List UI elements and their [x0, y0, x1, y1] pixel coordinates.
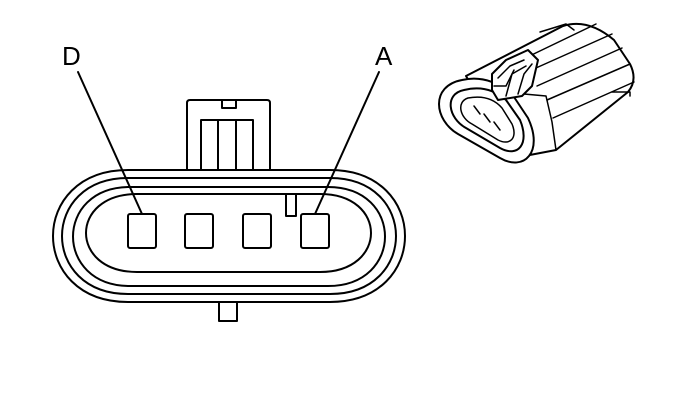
locking-latch: [186, 99, 271, 173]
terminal-insert: [85, 193, 372, 273]
connector-isometric-view: [438, 22, 635, 164]
pin-label-d: D: [62, 41, 81, 71]
leader-line-a: [314, 71, 380, 215]
terminal-cavity-c: [184, 213, 214, 249]
pin-label-a: A: [375, 41, 393, 71]
connector-housing-inner: [72, 186, 386, 287]
connector-housing-rim: [61, 177, 397, 295]
connector-housing-outer: [52, 169, 406, 303]
terminal-cavity-b: [242, 213, 272, 249]
terminal-cavity-d: [127, 213, 157, 249]
terminal-cavity-a: [300, 213, 330, 249]
leader-line-d: [77, 71, 143, 215]
polarizing-notch: [285, 193, 297, 217]
connector-face-view: D A: [52, 41, 406, 322]
isometric-latch: [491, 49, 539, 101]
